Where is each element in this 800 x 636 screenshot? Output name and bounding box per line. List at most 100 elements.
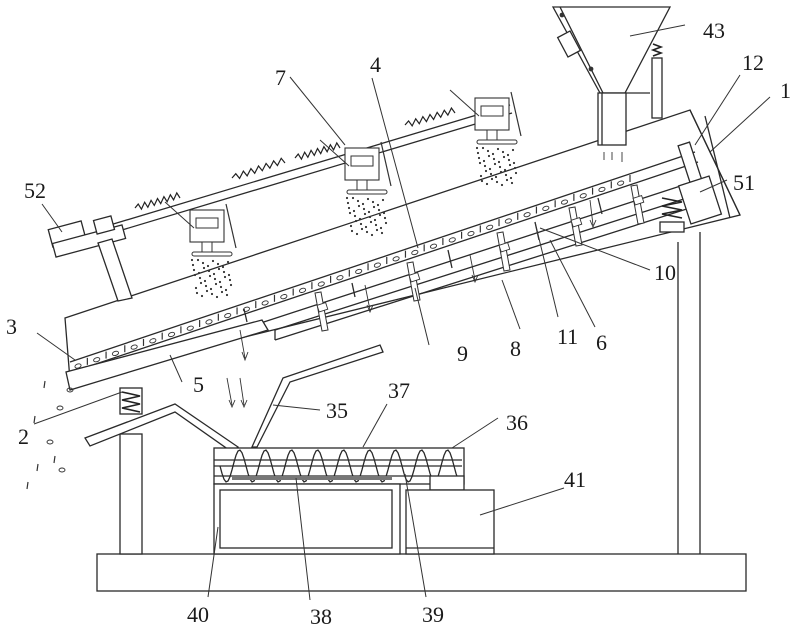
spray-dot [486, 149, 490, 153]
rail-springs [134, 106, 456, 211]
callout-40: 40 [187, 602, 209, 627]
spray-dot [508, 163, 512, 167]
sieve-hole [411, 249, 419, 256]
spray-dot [488, 167, 492, 171]
spray-dot [374, 223, 378, 227]
spray-dot [379, 226, 383, 230]
spray-dot [383, 216, 387, 220]
callout-7: 7 [275, 65, 286, 90]
spray-dot [213, 277, 217, 281]
spray-dot [360, 227, 364, 231]
callout-36: 36 [506, 410, 528, 435]
spray-dot [483, 164, 487, 168]
callout-43: 43 [703, 18, 725, 43]
head-guard [510, 91, 522, 137]
callout-8: 8 [510, 336, 521, 361]
spray-dot [358, 217, 362, 221]
material-grain [36, 463, 39, 472]
leader-lines [33, 24, 771, 601]
callout-5: 5 [193, 372, 204, 397]
sieve-hole [486, 224, 494, 230]
sieve-hole [168, 331, 176, 338]
spray-dot [219, 285, 223, 289]
left-discharge-chute [84, 403, 240, 453]
rail-spring [231, 157, 286, 180]
spray-dot [192, 268, 196, 272]
head-plate [476, 139, 518, 145]
spray-dot [194, 286, 198, 290]
head-window [350, 155, 374, 167]
spray-dot [206, 264, 210, 268]
spray-dot [511, 148, 515, 152]
spray-dot [369, 220, 373, 224]
sieve-hole [205, 319, 213, 325]
spray-dot [375, 228, 379, 232]
spray-dot [367, 210, 371, 214]
spray-dot [496, 147, 500, 151]
spray-dot [201, 261, 205, 265]
feed-hopper [551, 6, 672, 162]
spray-dot [361, 202, 365, 206]
spray-dot [211, 259, 215, 263]
spray-dot [509, 176, 513, 180]
spray-dot [504, 173, 508, 177]
spray-dot [506, 153, 510, 157]
sieve-hole [93, 357, 101, 363]
spray-dot [203, 279, 207, 283]
left-support-column [119, 387, 143, 555]
spray-dot [476, 151, 480, 155]
spray-dot [354, 219, 358, 223]
drive-rail [109, 104, 513, 234]
spray-dot [368, 215, 372, 219]
sieve-hole [523, 212, 531, 218]
conveyor-motor-41 [405, 489, 495, 555]
spray-dot [345, 196, 349, 200]
callout-38: 38 [310, 604, 332, 629]
discharged-material [26, 380, 74, 490]
spray-dot [348, 211, 352, 215]
rail-spring [294, 141, 341, 161]
sieve-hole [280, 294, 288, 300]
spray-dot [355, 232, 359, 236]
sieve-hole [186, 325, 194, 331]
spray-dot [489, 172, 493, 176]
spray-dot [378, 213, 382, 217]
tapping-head [319, 139, 392, 237]
callout-1: 1 [780, 78, 791, 103]
spray-dot [347, 206, 351, 210]
spray-dot [216, 262, 220, 266]
spray-dot [191, 263, 195, 267]
spray-dot [482, 159, 486, 163]
pin-collar [408, 271, 421, 283]
flow-arrows-conveyor [226, 329, 249, 409]
sieve-hole [298, 287, 307, 293]
spray-dot [351, 196, 355, 200]
spray-dot [357, 204, 361, 208]
spray-dot [207, 269, 211, 273]
spray-dot [209, 287, 213, 291]
spray-dot [499, 170, 503, 174]
spray-dot [364, 225, 368, 229]
head-window [480, 105, 504, 117]
head-window [195, 217, 219, 229]
callout-12: 12 [742, 50, 764, 75]
spray-dot [212, 272, 216, 276]
spray-dot [371, 200, 375, 204]
rail-spring [134, 191, 181, 211]
spray-dot [487, 154, 491, 158]
sieve-hole [242, 306, 250, 312]
sieve-hole [111, 350, 119, 356]
head-stem [486, 129, 498, 141]
spray-dot [477, 156, 481, 160]
spray-dot [210, 292, 214, 296]
sieve-hole [560, 199, 569, 205]
sieve-hole [149, 338, 157, 344]
spray-dot [381, 198, 385, 202]
spray-dot [495, 180, 499, 184]
tapping-head [449, 89, 522, 187]
spray-dot [214, 282, 218, 286]
spray-dot [204, 284, 208, 288]
deck-support-pins [314, 184, 645, 332]
callout-labels: 1 12 51 43 3 2 5 7 4 35 37 36 41 40 38 3… [6, 18, 791, 629]
spray-dot [202, 266, 206, 270]
